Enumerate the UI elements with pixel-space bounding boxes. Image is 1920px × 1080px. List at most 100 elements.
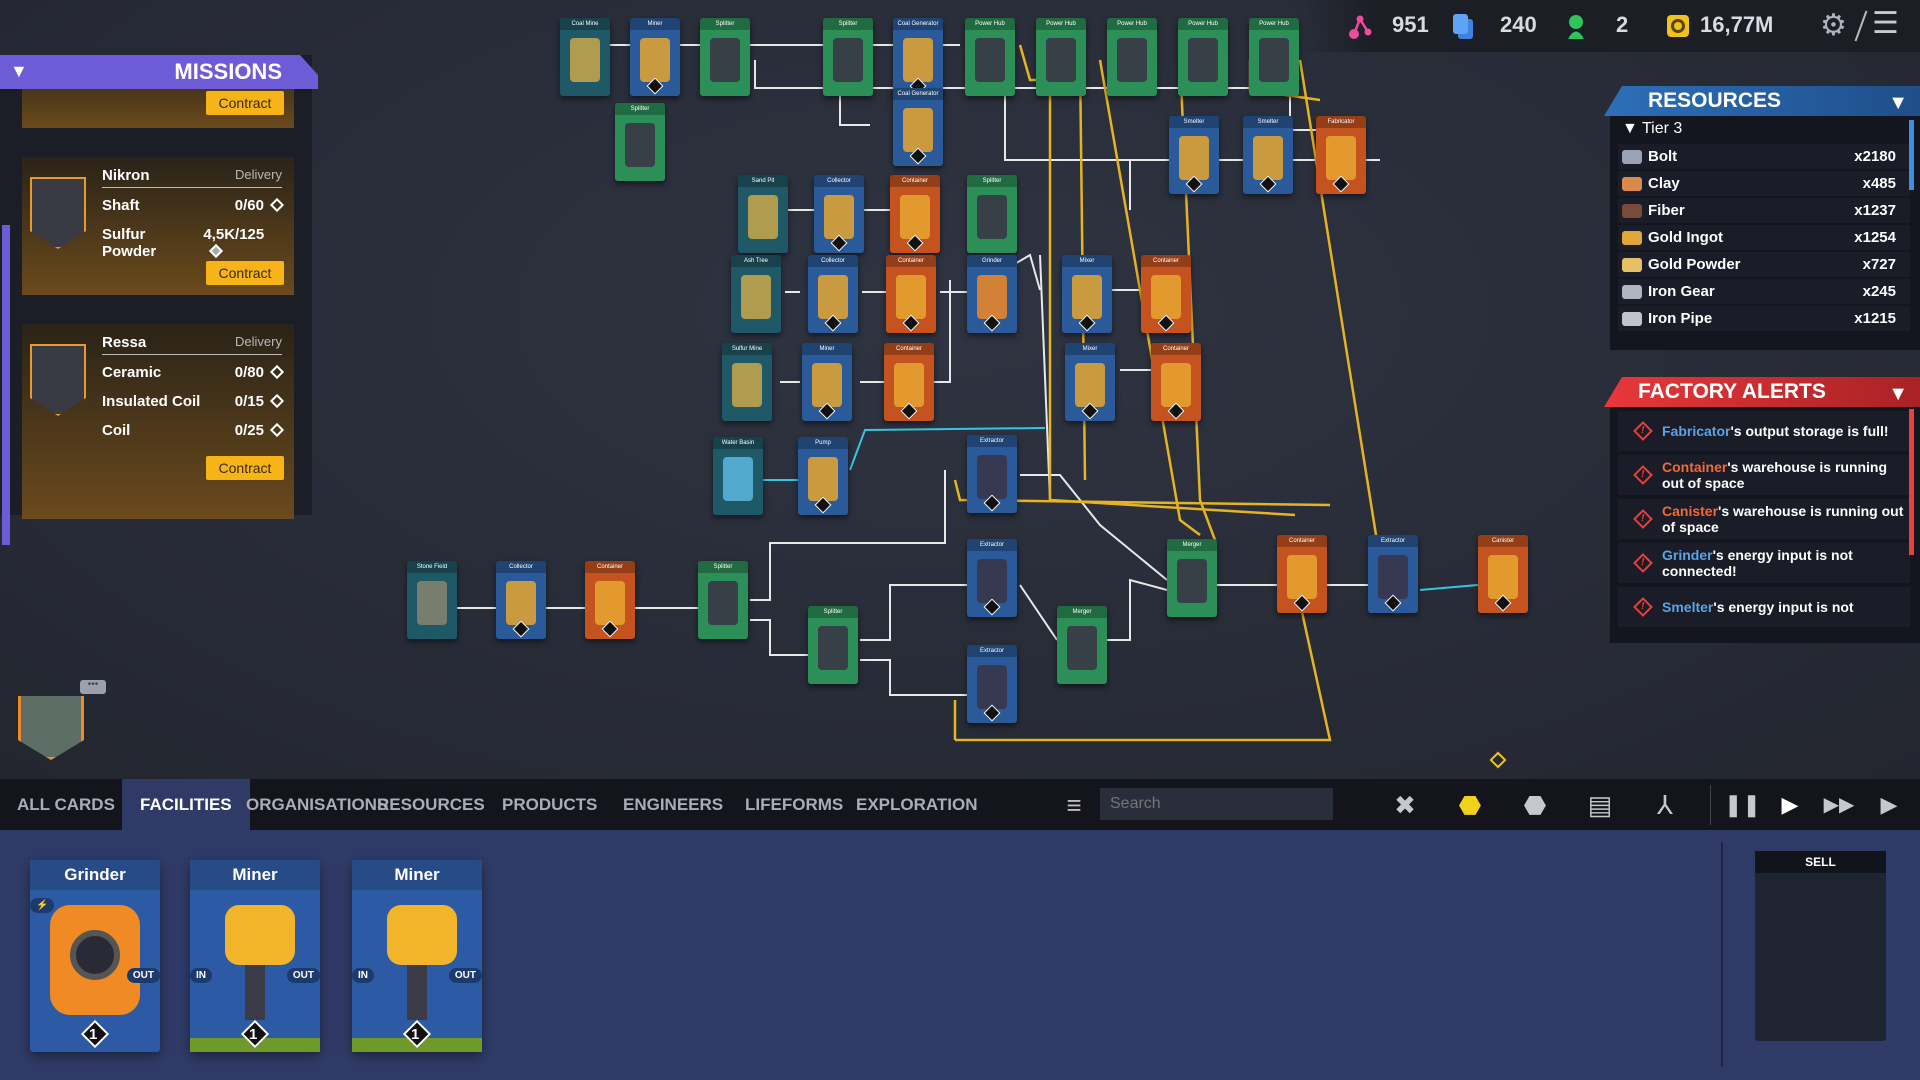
tab-lifeforms[interactable]: LIFEFORMS: [745, 795, 844, 814]
graph-node[interactable]: Container: [890, 175, 940, 253]
out-port[interactable]: OUT: [286, 968, 320, 983]
graph-node[interactable]: Miner: [630, 18, 680, 96]
collapse-icon[interactable]: ▼: [10, 61, 28, 81]
graph-node[interactable]: Container: [1151, 343, 1201, 421]
tab-facilities[interactable]: FACILITIES: [122, 779, 250, 830]
graph-node[interactable]: Canister: [1478, 535, 1528, 613]
missions-header[interactable]: ▼ MISSIONS: [0, 55, 318, 89]
contract-button[interactable]: Contract: [206, 261, 284, 285]
graph-node[interactable]: Pump: [798, 437, 848, 515]
resources-header[interactable]: RESOURCES▼: [1604, 86, 1920, 116]
alert-item[interactable]: !Smelter's energy input is not: [1618, 587, 1910, 627]
report-icon[interactable]: ▤: [1587, 790, 1613, 820]
graph-node[interactable]: Splitter: [823, 18, 873, 96]
tab-organisations[interactable]: ORGANISATIONS: [246, 795, 389, 814]
graph-node[interactable]: Mixer: [1065, 343, 1115, 421]
graph-node[interactable]: Extractor: [967, 435, 1017, 513]
graph-node[interactable]: Container: [886, 255, 936, 333]
graph-node[interactable]: Power Hub: [1249, 18, 1299, 96]
graph-node[interactable]: Miner: [802, 343, 852, 421]
graph-node[interactable]: Water Basin: [713, 437, 763, 515]
tab-engineers[interactable]: ENGINEERS: [623, 795, 724, 814]
facility-card-miner[interactable]: Miner IN OUT 1: [190, 860, 320, 1052]
in-port[interactable]: IN: [190, 968, 212, 983]
fastest-icon[interactable]: ▶: [1880, 792, 1898, 817]
collapse-icon[interactable]: ▼: [1888, 92, 1908, 114]
graph-node[interactable]: Collector: [808, 255, 858, 333]
contract-button[interactable]: Contract: [206, 91, 284, 115]
graph-node[interactable]: Splitter: [967, 175, 1017, 253]
graph-node[interactable]: Splitter: [615, 103, 665, 181]
graph-node[interactable]: Container: [1141, 255, 1191, 333]
alert-item[interactable]: !Container's warehouse is running out of…: [1618, 455, 1910, 495]
missions-scrollbar[interactable]: [2, 225, 10, 545]
graph-node[interactable]: Stone Field: [407, 561, 457, 639]
graph-node[interactable]: Coal Generator: [893, 18, 943, 96]
collapse-icon[interactable]: ▼: [1888, 383, 1908, 405]
graph-node[interactable]: Power Hub: [1178, 18, 1228, 96]
graph-node[interactable]: Collector: [496, 561, 546, 639]
graph-node[interactable]: Container: [1277, 535, 1327, 613]
fast-forward-icon[interactable]: ▶▶: [1823, 794, 1855, 816]
search-input[interactable]: [1100, 788, 1333, 820]
graph-node[interactable]: Splitter: [808, 606, 858, 684]
alerts-header[interactable]: FACTORY ALERTS▼: [1604, 377, 1920, 407]
graph-node[interactable]: Power Hub: [1107, 18, 1157, 96]
graph-node[interactable]: Extractor: [967, 539, 1017, 617]
graph-node[interactable]: Splitter: [698, 561, 748, 639]
graph-node[interactable]: Container: [884, 343, 934, 421]
graph-node[interactable]: Mixer: [1062, 255, 1112, 333]
menu-icon[interactable]: ☰: [1872, 7, 1899, 40]
graph-node[interactable]: Sand Pit: [738, 175, 788, 253]
graph-node[interactable]: Splitter: [700, 18, 750, 96]
facility-card-grinder[interactable]: Grinder ⚡ OUT 1: [30, 860, 160, 1052]
tab-exploration[interactable]: EXPLORATION: [856, 795, 978, 814]
build-tools-icon[interactable]: ✖: [1394, 790, 1416, 820]
tab-resources[interactable]: RESOURCES: [377, 795, 485, 814]
alert-item[interactable]: !Fabricator's output storage is full!: [1618, 411, 1910, 451]
in-port[interactable]: IN: [352, 968, 374, 983]
graph-node[interactable]: Extractor: [967, 645, 1017, 723]
contract-button[interactable]: Contract: [206, 456, 284, 480]
graph-node[interactable]: Merger: [1057, 606, 1107, 684]
graph-node[interactable]: Power Hub: [1036, 18, 1086, 96]
tech-tree-icon[interactable]: ⅄: [1657, 790, 1673, 820]
graph-node[interactable]: Container: [585, 561, 635, 639]
graph-node[interactable]: Fabricator: [1316, 116, 1366, 194]
pause-icon[interactable]: ❚❚: [1724, 792, 1761, 817]
scrollbar[interactable]: [1909, 409, 1914, 555]
research-view-icon[interactable]: ⬣: [1523, 790, 1547, 820]
scrollbar[interactable]: [1909, 120, 1914, 190]
out-port[interactable]: OUT: [448, 968, 482, 983]
chat-bubble-icon[interactable]: •••: [80, 680, 106, 694]
sell-zone[interactable]: SELL: [1755, 851, 1886, 1041]
settings-icon[interactable]: ⚙: [1820, 9, 1847, 42]
graph-node[interactable]: Collector: [814, 175, 864, 253]
play-icon[interactable]: ▶: [1781, 792, 1799, 817]
out-port[interactable]: OUT: [126, 968, 160, 983]
graph-node[interactable]: Ash Tree: [731, 255, 781, 333]
tab-all-cards[interactable]: ALL CARDS: [17, 795, 115, 814]
credits-view-icon[interactable]: ⬣: [1458, 790, 1482, 820]
alert-item[interactable]: !Canister's warehouse is running out of …: [1618, 499, 1910, 539]
graph-node[interactable]: Smelter: [1243, 116, 1293, 194]
tier-group[interactable]: ▼ Tier 3: [1610, 116, 1920, 142]
graph-node[interactable]: Sulfur Mine: [722, 343, 772, 421]
graph-node[interactable]: Coal Generator: [893, 88, 943, 166]
filter-icon[interactable]: ≡: [1066, 790, 1082, 820]
factory-graph-canvas[interactable]: Coal Mine Miner Splitter Splitter Coal G…: [0, 0, 1920, 780]
energy-port-icon[interactable]: ⚡: [30, 898, 55, 913]
facility-card-miner[interactable]: Miner IN OUT 1: [352, 860, 482, 1052]
graph-node[interactable]: Extractor: [1368, 535, 1418, 613]
graph-node[interactable]: Grinder: [967, 255, 1017, 333]
tab-products[interactable]: PRODUCTS: [502, 795, 598, 814]
alert-item[interactable]: !Grinder's energy input is not connected…: [1618, 543, 1910, 583]
graph-node[interactable]: Smelter: [1169, 116, 1219, 194]
